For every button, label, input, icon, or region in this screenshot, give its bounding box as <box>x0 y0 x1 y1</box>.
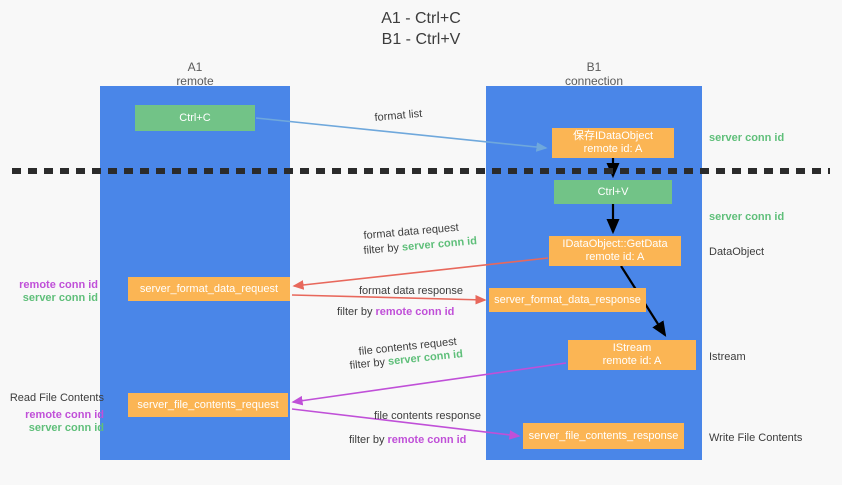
box-server-file-contents-response-label: server_file_contents_response <box>528 429 679 442</box>
arrow-label-format-data-response: format data response <box>359 285 463 297</box>
arrow-label-format-data-response-filter: filter by remote conn id <box>337 305 454 319</box>
filter-remote-conn-id-1: remote conn id <box>375 306 455 318</box>
lane-a1-role: remote <box>176 74 214 88</box>
lane-b1-role: connection <box>564 74 624 88</box>
box-ctrl-v[interactable]: Ctrl+V <box>554 180 672 204</box>
lane-a1-name: A1 <box>187 60 203 74</box>
arrow-label-file-contents-response: file contents response <box>374 410 482 422</box>
label-left-conn-ids-file: Read File Contents remote conn id server… <box>8 392 104 435</box>
label-left-conn-ids-format: remote conn id server conn id <box>8 279 98 305</box>
box-getdata-line1: IDataObject::GetData <box>562 238 668 250</box>
arrow-label-file-contents-response-filter: filter by remote conn id <box>349 433 466 447</box>
label-dataobject: DataObject <box>709 246 765 258</box>
arrow-label-format-list: format list <box>374 107 423 124</box>
label-write-file-contents: Write File Contents <box>709 432 803 444</box>
box-istream[interactable]: IStream remote id: A <box>568 340 696 370</box>
filter-remote-conn-id-2: remote conn id <box>387 434 467 446</box>
box-istream-line2: remote id: A <box>602 355 662 367</box>
box-ctrl-c-label: Ctrl+C <box>179 111 211 124</box>
box-server-file-contents-request-label: server_file_contents_request <box>137 398 279 411</box>
box-save-idataobject[interactable]: 保存IDataObject remote id: A <box>552 128 674 158</box>
box-ctrl-v-label: Ctrl+V <box>597 185 629 198</box>
box-istream-line1: IStream <box>612 342 652 354</box>
label-server-conn-id-2: server conn id <box>28 422 104 434</box>
lane-header-a1: A1 remote <box>95 60 295 88</box>
lane-b1-name: B1 <box>586 60 602 74</box>
lane-header-b1: B1 connection <box>494 60 694 88</box>
box-server-file-contents-request[interactable]: server_file_contents_request <box>128 393 288 417</box>
box-server-format-data-response-label: server_format_data_response <box>494 293 641 306</box>
filter-by-text-3: filter by <box>349 356 386 372</box>
filter-by-text-1: filter by <box>363 241 400 257</box>
label-server-conn-id-top: server conn id <box>709 132 785 144</box>
label-read-file-contents: Read File Contents <box>9 392 104 404</box>
label-server-conn-id-mid: server conn id <box>709 211 785 223</box>
label-server-conn-id-1: server conn id <box>22 292 98 304</box>
title-line-1: A1 - Ctrl+C <box>381 10 461 27</box>
label-istream: Istream <box>709 351 746 363</box>
page-title: A1 - Ctrl+C B1 - Ctrl+V <box>0 8 842 50</box>
filter-by-text-4: filter by <box>349 434 385 446</box>
box-idataobject-getdata[interactable]: IDataObject::GetData remote id: A <box>549 236 681 266</box>
label-remote-conn-id-1: remote conn id <box>19 279 98 291</box>
box-save-idataobject-line1: 保存IDataObject <box>572 130 654 142</box>
label-remote-conn-id-2: remote conn id <box>25 409 104 421</box>
box-server-format-data-request[interactable]: server_format_data_request <box>128 277 290 301</box>
filter-by-text-2: filter by <box>337 306 373 318</box>
box-server-format-data-request-label: server_format_data_request <box>139 282 279 295</box>
phase-separator-dashed-line <box>12 168 830 174</box>
box-server-file-contents-response[interactable]: server_file_contents_response <box>523 423 684 449</box>
title-line-2: B1 - Ctrl+V <box>381 31 461 48</box>
box-save-idataobject-line2: remote id: A <box>583 143 643 155</box>
box-getdata-line2: remote id: A <box>585 251 645 263</box>
box-ctrl-c[interactable]: Ctrl+C <box>135 105 255 131</box>
box-server-format-data-response[interactable]: server_format_data_response <box>489 288 646 312</box>
